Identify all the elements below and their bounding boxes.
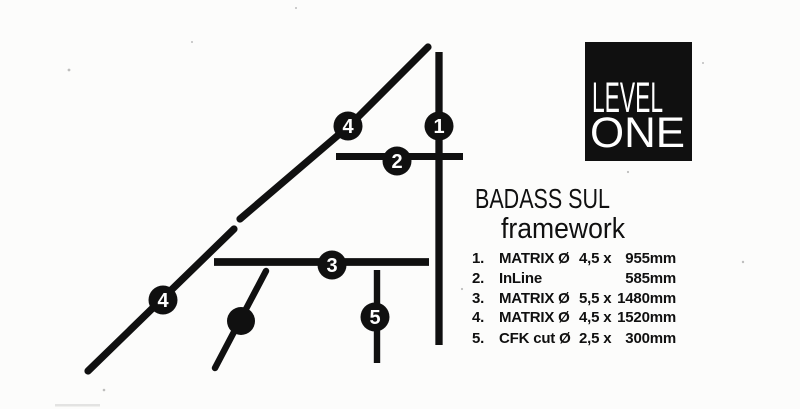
marker-1-circle bbox=[424, 111, 454, 141]
level-one-logo: LEVEL ONE bbox=[585, 42, 692, 161]
part-number: 2. bbox=[472, 270, 484, 287]
marker-1: 1 bbox=[424, 111, 454, 141]
scan-speck bbox=[102, 388, 106, 392]
marker-4-upper: 4 bbox=[333, 111, 363, 141]
logo-box bbox=[585, 42, 692, 161]
marker-4-upper-circle bbox=[333, 111, 363, 141]
marker-2-label: 2 bbox=[391, 151, 402, 173]
part-name: MATRIX Ø bbox=[499, 250, 570, 267]
scan-speck bbox=[741, 260, 745, 264]
part-length: 1520mm bbox=[617, 309, 676, 326]
part-name: MATRIX Ø bbox=[499, 290, 570, 307]
scan-speck bbox=[191, 41, 193, 43]
marker-2-circle bbox=[382, 146, 412, 176]
parts-list-row: 4. MATRIX Ø 4,5 x 1520mm bbox=[472, 309, 676, 326]
parts-list-row: 1. MATRIX Ø 4,5 x 955mm bbox=[472, 250, 676, 267]
scan-speck bbox=[67, 68, 71, 72]
page-title: BADASS SUL bbox=[475, 183, 610, 214]
parts-list-row: 2. InLine 585mm bbox=[472, 270, 676, 287]
part-number: 4. bbox=[472, 309, 484, 326]
marker-4-lower-circle bbox=[148, 285, 178, 315]
marker-5-circle bbox=[360, 302, 390, 332]
marker-4-lower: 4 bbox=[148, 285, 178, 315]
marker-1-label: 1 bbox=[433, 116, 444, 138]
part-number: 1. bbox=[472, 250, 484, 267]
marker-3: 3 bbox=[317, 250, 347, 280]
marker-4-lower-label: 4 bbox=[157, 290, 169, 312]
leading-edge-rod-upper bbox=[236, 43, 432, 223]
part-dims: 2,5 x bbox=[579, 330, 612, 347]
part-length: 955mm bbox=[625, 250, 676, 267]
parts-list-row: 3. MATRIX Ø 5,5 x 1480mm bbox=[472, 290, 676, 307]
part-length: 585mm bbox=[625, 270, 676, 287]
logo-line1: LEVEL bbox=[592, 74, 663, 122]
part-dims: 4,5 x bbox=[579, 250, 612, 267]
part-length: 300mm bbox=[625, 330, 676, 347]
part-name: InLine bbox=[499, 270, 542, 287]
connector-dot bbox=[227, 307, 255, 335]
marker-5: 5 bbox=[360, 302, 390, 332]
part-number: 3. bbox=[472, 290, 484, 307]
marker-2: 2 bbox=[382, 146, 412, 176]
part-name: CFK cut Ø bbox=[499, 330, 571, 347]
scan-speck bbox=[460, 287, 464, 291]
marker-3-label: 3 bbox=[326, 255, 337, 277]
scan-speck bbox=[702, 62, 704, 64]
scan-smudge bbox=[55, 404, 100, 407]
parts-list: 1. MATRIX Ø 4,5 x 955mm 2. InLine 585mm … bbox=[472, 250, 676, 347]
marker-3-circle bbox=[317, 250, 347, 280]
marker-5-label: 5 bbox=[369, 307, 380, 329]
part-number: 5. bbox=[472, 330, 484, 347]
marker-4-upper-label: 4 bbox=[342, 116, 354, 138]
scan-speck bbox=[626, 170, 630, 174]
logo-line2: ONE bbox=[590, 109, 685, 157]
part-length: 1480mm bbox=[617, 290, 676, 307]
part-name: MATRIX Ø bbox=[499, 309, 570, 326]
part-dims: 5,5 x bbox=[579, 290, 612, 307]
part-dims: 4,5 x bbox=[579, 309, 612, 326]
scan-speck bbox=[295, 7, 297, 9]
page-subtitle: framework bbox=[501, 213, 625, 245]
parts-list-row: 5. CFK cut Ø 2,5 x 300mm bbox=[472, 330, 676, 347]
